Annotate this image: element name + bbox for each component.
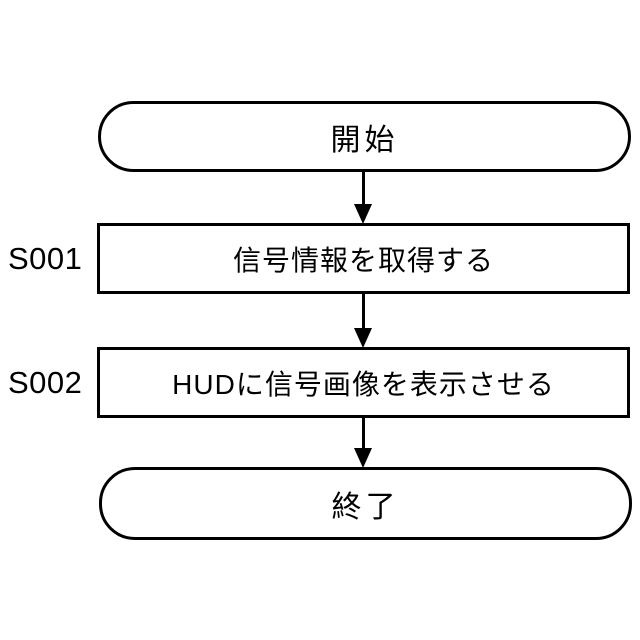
step-label-s001: S001 [8,223,82,294]
flow-arrow-s002-to-end [352,416,374,468]
terminal-end: 終了 [99,467,632,540]
process-box-s002-label: HUDに信号画像を表示させる [172,368,555,400]
step-label-s001-text: S001 [8,240,83,276]
arrow-shaft [361,170,365,204]
process-box-s001: 信号情報を取得する [97,223,630,294]
process-box-s002: HUDに信号画像を表示させる [97,347,630,418]
terminal-end-label: 終了 [331,490,400,524]
flow-arrow-s001-to-s002 [352,292,374,348]
arrowhead-down-icon [354,328,372,348]
terminal-start-label: 開始 [330,123,399,157]
arrowhead-down-icon [354,448,372,468]
arrowhead-down-icon [354,204,372,224]
arrow-shaft [361,416,365,448]
process-box-s001-label: 信号情報を取得する [232,244,494,276]
step-label-s002: S002 [8,347,82,418]
arrow-shaft [361,292,365,328]
step-label-s002-text: S002 [8,364,83,400]
terminal-start: 開始 [98,101,631,172]
flow-arrow-start-to-s001 [352,170,374,224]
